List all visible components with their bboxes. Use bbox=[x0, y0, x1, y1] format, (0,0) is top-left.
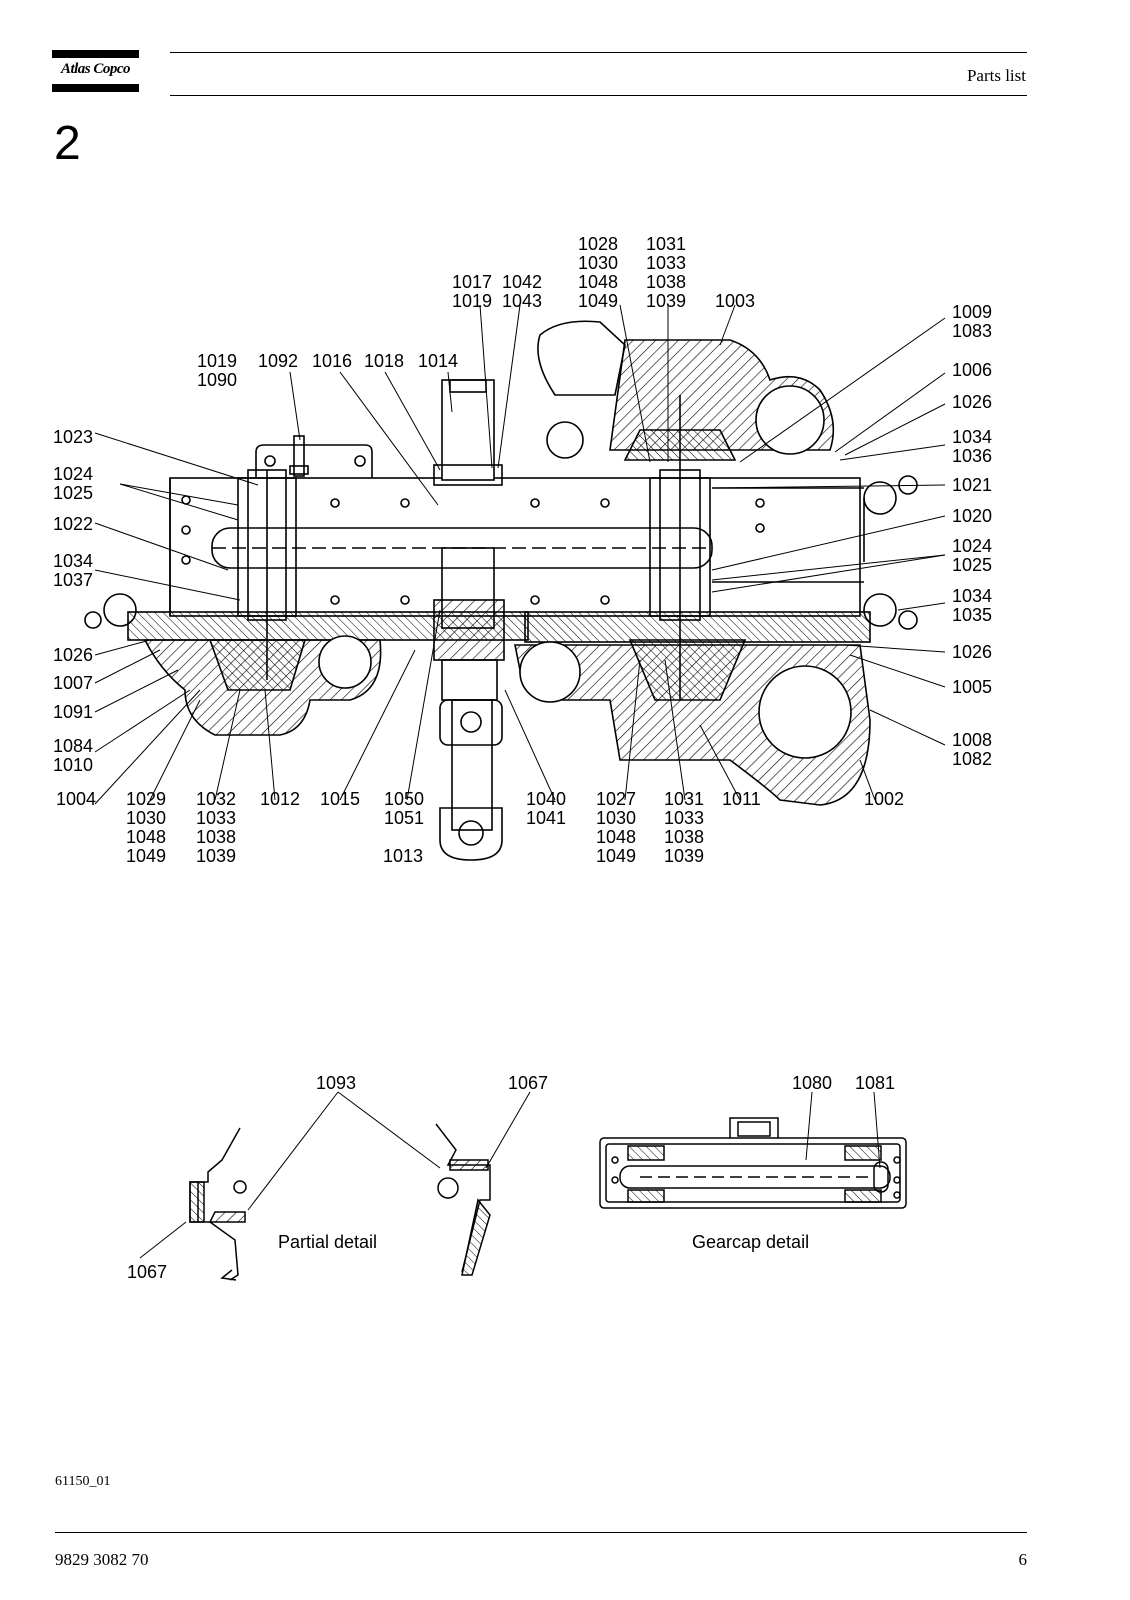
document-number: 9829 3082 70 bbox=[55, 1550, 149, 1569]
gear-casing bbox=[169, 477, 861, 617]
logo-top-bar bbox=[52, 50, 139, 58]
callout-label: 1002 bbox=[864, 789, 904, 809]
callout-label: 1012 bbox=[260, 789, 300, 809]
callout-label: 1013 bbox=[383, 846, 423, 866]
header-top-rule bbox=[170, 52, 1027, 53]
callout-label: 1023 bbox=[53, 427, 93, 447]
atlas-copco-logo: Atlas Copco bbox=[52, 50, 139, 94]
footer-rule bbox=[55, 1532, 1027, 1533]
callout-label: 1021 bbox=[952, 475, 992, 495]
callout-label: 1014 bbox=[418, 351, 458, 371]
callout-label: 1093 bbox=[316, 1073, 356, 1093]
callout-label: 1016 bbox=[312, 351, 352, 371]
callout-label: 1005 bbox=[952, 677, 992, 697]
callout-label: 1015 bbox=[320, 789, 360, 809]
callout-label: 1091 bbox=[53, 702, 93, 722]
drawing-reference: 61150_01 bbox=[55, 1474, 111, 1489]
callout-label: 1081 bbox=[855, 1073, 895, 1093]
callout-label: 1022 bbox=[53, 514, 93, 534]
callout-label: 1011 bbox=[722, 789, 761, 809]
logo-wordmark: Atlas Copco bbox=[60, 61, 131, 77]
callout-label: 1080 bbox=[792, 1073, 832, 1093]
gearcap-detail-drawing bbox=[599, 1117, 907, 1209]
callout-label: 1067 bbox=[127, 1262, 167, 1282]
right-base-plate bbox=[524, 611, 871, 643]
callout-label: 1003 bbox=[715, 291, 755, 311]
callout-label: 1020 bbox=[952, 506, 992, 526]
gearcap-detail-caption: Gearcap detail bbox=[692, 1232, 809, 1252]
callout-label: 1007 bbox=[53, 673, 93, 693]
callout-label: 1092 bbox=[258, 351, 298, 371]
callout-label: 1004 bbox=[56, 789, 96, 809]
page-number: 6 bbox=[1018, 1550, 1028, 1569]
callout-label: 1026 bbox=[952, 642, 992, 662]
partial-detail-drawing bbox=[189, 1123, 491, 1281]
gearcap-detail-leaders bbox=[805, 1091, 881, 1169]
callout-label: 1067 bbox=[508, 1073, 548, 1093]
callout-label: 1006 bbox=[952, 360, 992, 380]
main-assembly-drawing bbox=[84, 320, 918, 861]
callout-label: 1018 bbox=[364, 351, 404, 371]
partial-detail-caption: Partial detail bbox=[278, 1232, 377, 1252]
callout-label: 1026 bbox=[952, 392, 992, 412]
section-number: 2 bbox=[54, 117, 81, 170]
partial-detail-leaders bbox=[139, 1091, 531, 1259]
page-title: Parts list bbox=[966, 66, 1026, 85]
logo-bottom-bar bbox=[52, 84, 139, 92]
header-bottom-rule bbox=[170, 95, 1027, 96]
detail-callouts: 1093 1067 1080 1081 1067 bbox=[127, 1073, 895, 1282]
main-leader-lines bbox=[94, 304, 946, 805]
callout-label: 1026 bbox=[53, 645, 93, 665]
